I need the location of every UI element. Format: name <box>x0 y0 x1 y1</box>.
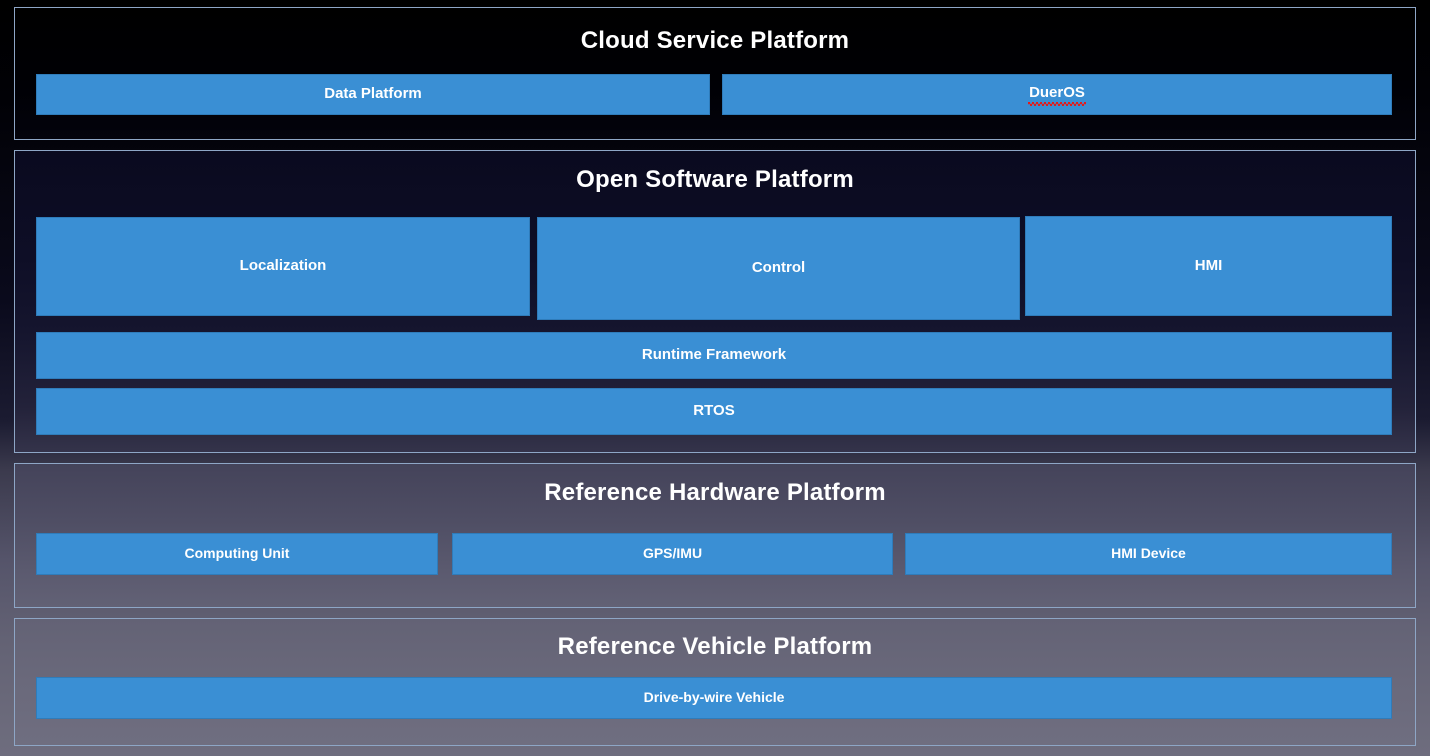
layer-title-reference-vehicle-platform: Reference Vehicle Platform <box>557 633 873 660</box>
block-gps-imu[interactable]: GPS/IMU <box>452 533 893 575</box>
block-localization[interactable]: Localization <box>36 217 530 316</box>
block-computing-unit[interactable]: Computing Unit <box>36 533 438 575</box>
block-runtime-framework[interactable]: Runtime Framework <box>36 332 1392 379</box>
block-control[interactable]: Control <box>537 217 1020 320</box>
block-rtos[interactable]: RTOS <box>36 388 1392 435</box>
block-label: GPS/IMU <box>642 545 703 562</box>
block-label: RTOS <box>693 402 735 420</box>
block-label: HMI <box>1194 256 1223 274</box>
block-label: Drive-by-wire Vehicle <box>643 689 785 706</box>
block-label-misspelled: DuerOS <box>1028 85 1086 106</box>
layer-title-reference-hardware-platform: Reference Hardware Platform <box>544 479 886 506</box>
block-drive-by-wire-vehicle[interactable]: Drive-by-wire Vehicle <box>36 677 1392 719</box>
layer-cloud-service-platform: Cloud Service Platform Data Platform Due… <box>14 7 1416 140</box>
block-label: Computing Unit <box>184 545 290 562</box>
block-data-platform[interactable]: Data Platform <box>36 74 710 115</box>
block-label: Localization <box>239 257 327 275</box>
layer-title-open-software-platform: Open Software Platform <box>576 166 854 193</box>
block-label: Control <box>751 259 806 277</box>
block-label: Runtime Framework <box>641 346 787 364</box>
layer-open-software-platform: Open Software Platform Localization Cont… <box>14 150 1416 453</box>
layer-title-cloud-service-platform: Cloud Service Platform <box>580 27 850 54</box>
layer-reference-hardware-platform: Reference Hardware Platform Computing Un… <box>14 463 1416 608</box>
block-label: HMI Device <box>1111 545 1186 562</box>
block-hmi[interactable]: HMI <box>1025 216 1392 316</box>
block-dueros[interactable]: DuerOS <box>722 74 1392 115</box>
layer-reference-vehicle-platform: Reference Vehicle Platform Drive-by-wire… <box>14 618 1416 746</box>
block-hmi-device[interactable]: HMI Device <box>905 533 1392 575</box>
block-label: Data Platform <box>324 85 422 103</box>
